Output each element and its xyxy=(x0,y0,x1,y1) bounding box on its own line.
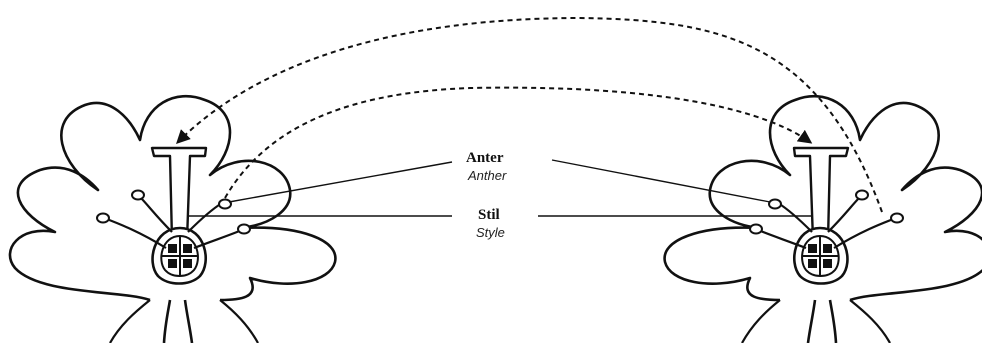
pollination-arrow-inner xyxy=(224,86,813,199)
anther-leader-right xyxy=(551,159,771,203)
right-flower-icon xyxy=(663,94,982,345)
anther-leader-left xyxy=(228,161,453,203)
pollination-arrow-outer xyxy=(176,16,883,213)
style-label-translation: Style xyxy=(476,225,505,240)
anther-label-translation: Anther xyxy=(468,168,507,183)
anther-label: Anter xyxy=(466,150,504,166)
style-label: Stil xyxy=(478,207,500,223)
